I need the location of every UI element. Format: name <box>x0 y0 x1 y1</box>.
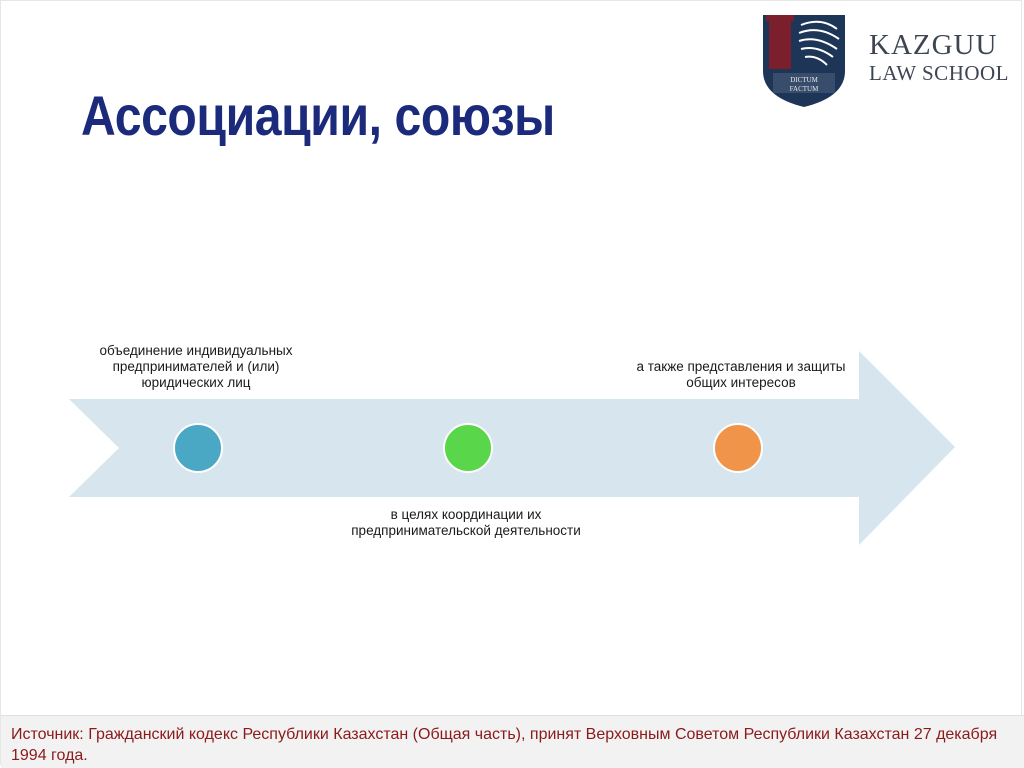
logo-line-2: LAW SCHOOL <box>869 61 1010 85</box>
emblem-text-2: FACTUM <box>790 85 819 93</box>
step-1-dot <box>173 423 223 473</box>
step-1-label: объединение индивидуальных предпринимате… <box>99 343 293 390</box>
step-3-dot <box>713 423 763 473</box>
page-title: Ассоциации, союзы <box>81 84 555 147</box>
step-2-dot <box>443 423 493 473</box>
source-footer: Источник: Гражданский кодекс Республики … <box>1 715 1024 768</box>
logo-wordmark: KAZGUU LAW SCHOOL <box>869 31 1009 84</box>
kazguu-logo: DICTUM FACTUM <box>763 15 845 107</box>
logo-tower <box>769 17 791 69</box>
logo-lion <box>798 20 840 66</box>
emblem-text-1: DICTUM <box>790 76 818 84</box>
process-arrow <box>69 351 955 545</box>
logo-line-1: KAZGUU <box>869 29 998 61</box>
step-2-label: в целях координации их предпринимательск… <box>351 507 581 538</box>
source-text: Источник: Гражданский кодекс Республики … <box>11 726 998 764</box>
step-3-label: а также представления и защиты общих инт… <box>636 359 846 390</box>
